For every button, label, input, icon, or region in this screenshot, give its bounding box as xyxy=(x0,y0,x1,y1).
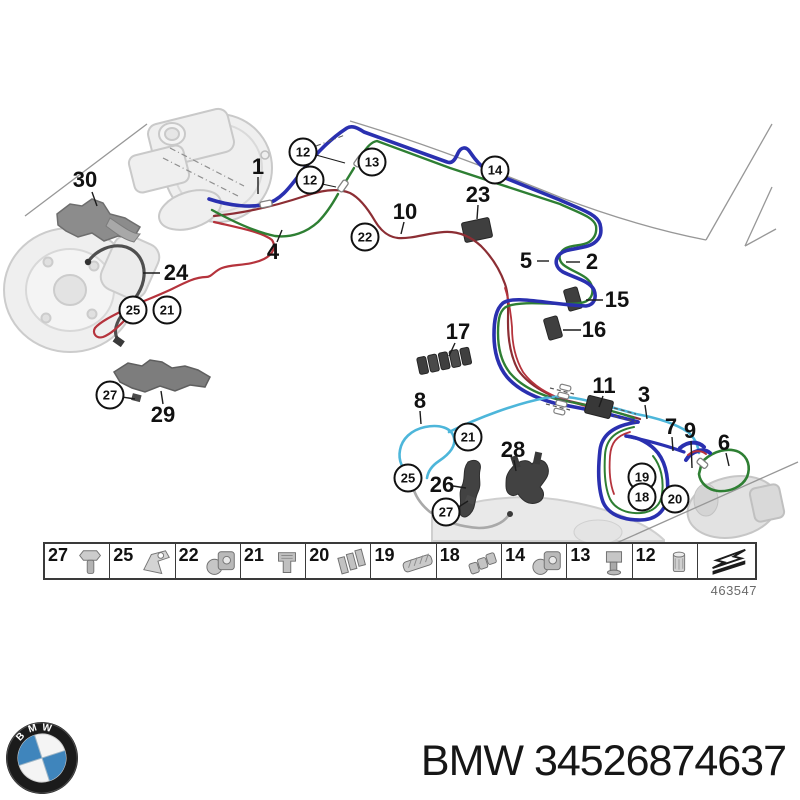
clip-icon xyxy=(270,547,304,577)
bracket-icon xyxy=(140,547,174,577)
callout-circled-21: 21 xyxy=(453,422,483,452)
clip-15 xyxy=(563,286,583,312)
legend-cell-13: 13 xyxy=(567,544,633,578)
legend-cell-19: 19 xyxy=(371,544,437,578)
clamp-double-icon xyxy=(205,547,239,577)
logo-letter-w: W xyxy=(41,722,53,735)
callout-circled-22: 22 xyxy=(350,222,380,252)
legend-number: 18 xyxy=(439,545,460,565)
callout-3: 3 xyxy=(637,382,651,407)
front-brake-hose xyxy=(86,244,146,342)
callout-17: 17 xyxy=(445,319,471,344)
legend-cell-14: 14 xyxy=(502,544,568,578)
brake-pipe-diagram-art xyxy=(3,107,799,546)
callout-circled-14: 14 xyxy=(480,155,510,185)
multi-clip-icon xyxy=(335,547,369,577)
callout-circled-27: 27 xyxy=(431,497,461,527)
part-number-caption: BMW 34526874637 xyxy=(420,737,787,785)
direction-arrow-icon xyxy=(701,544,753,576)
callout-8: 8 xyxy=(413,388,427,413)
callout-circled-21: 21 xyxy=(152,295,182,325)
clip-rail-17 xyxy=(416,346,473,375)
bracket-29 xyxy=(112,359,211,403)
callout-circled-18: 18 xyxy=(627,482,657,512)
callout-24: 24 xyxy=(163,260,189,285)
red-bundle-line xyxy=(504,287,607,413)
callout-10: 10 xyxy=(392,199,418,224)
green-rear-hose xyxy=(697,448,751,493)
callout-6: 6 xyxy=(717,430,731,455)
bracket-30 xyxy=(56,198,142,243)
bracket-28 xyxy=(505,451,549,504)
callout-23: 23 xyxy=(465,182,491,207)
hose-banjo xyxy=(112,335,125,348)
legend-number: 21 xyxy=(243,545,264,565)
brake-booster-ghost xyxy=(127,107,273,231)
legend-cell-18: 18 xyxy=(437,544,503,578)
body-silhouette-lines xyxy=(24,120,799,546)
callout-9: 9 xyxy=(683,418,697,443)
clip-16 xyxy=(543,315,563,341)
legend-cell-25: 25 xyxy=(110,544,176,578)
legend-number: 19 xyxy=(374,545,395,565)
hose-fitting xyxy=(84,258,92,266)
legend-number: 22 xyxy=(178,545,199,565)
callout-4: 4 xyxy=(266,239,280,264)
callout-circled-12: 12 xyxy=(288,137,318,167)
clamp-double-icon xyxy=(531,547,565,577)
bmw-roundel-logo: B M W xyxy=(6,722,78,794)
grommet-23 xyxy=(461,217,493,243)
parts-legend-strip: 27 25 22 21 20 19 18 14 13 12 xyxy=(43,542,757,580)
callout-7: 7 xyxy=(664,414,678,439)
callout-11: 11 xyxy=(592,373,616,398)
callout-1: 1 xyxy=(251,154,265,179)
callout-circled-27: 27 xyxy=(95,380,125,410)
callout-5: 5 xyxy=(519,248,533,273)
sleeve-icon xyxy=(662,547,696,577)
legend-cell-20: 20 xyxy=(306,544,372,578)
diagram-document-number: 463547 xyxy=(710,583,757,598)
cyan-loop xyxy=(398,424,456,480)
green-brake-line-front xyxy=(210,192,340,238)
callout-circled-12: 12 xyxy=(295,165,325,195)
rear-hose-knot xyxy=(678,440,712,462)
green-brake-line-mid xyxy=(344,166,356,183)
legend-cell-22: 22 xyxy=(176,544,241,578)
rail-clip-icon xyxy=(401,547,435,577)
booster-port-leaders xyxy=(162,147,245,197)
hose-end-fitting xyxy=(507,511,513,517)
callout-29: 29 xyxy=(150,402,176,427)
clip-stem-icon xyxy=(597,547,631,577)
legend-number: 25 xyxy=(113,545,134,565)
legend-cell-21: 21 xyxy=(241,544,307,578)
callout-16: 16 xyxy=(581,317,607,342)
callout-30: 30 xyxy=(72,167,98,192)
legend-number: 13 xyxy=(570,545,591,565)
legend-direction-arrow-cell xyxy=(698,544,755,578)
red-front-brake-line xyxy=(92,220,275,339)
callout-28: 28 xyxy=(500,437,526,462)
blue-brake-line xyxy=(207,124,640,424)
legend-cell-27: 27 xyxy=(45,544,111,578)
logo-letter-m: M xyxy=(27,722,38,735)
legend-number: 12 xyxy=(635,545,656,565)
callout-26: 26 xyxy=(429,472,455,497)
rear-axle-ghost xyxy=(431,475,786,545)
red-rear-loop xyxy=(608,431,631,495)
triple-clip-icon xyxy=(466,547,500,577)
legend-cell-12: 12 xyxy=(633,544,698,578)
callout-circled-25: 25 xyxy=(393,463,423,493)
callout-circled-20: 20 xyxy=(660,484,690,514)
blue-rear-loop xyxy=(596,420,670,522)
legend-number: 27 xyxy=(48,545,69,565)
callout-2: 2 xyxy=(585,249,599,274)
legend-number: 20 xyxy=(309,545,330,565)
bolt-icon xyxy=(74,547,108,577)
callout-circled-13: 13 xyxy=(357,147,387,177)
callout-15: 15 xyxy=(604,287,630,312)
blue-loop-link xyxy=(624,434,686,454)
callout-circled-25: 25 xyxy=(118,295,148,325)
legend-number: 14 xyxy=(505,545,526,565)
